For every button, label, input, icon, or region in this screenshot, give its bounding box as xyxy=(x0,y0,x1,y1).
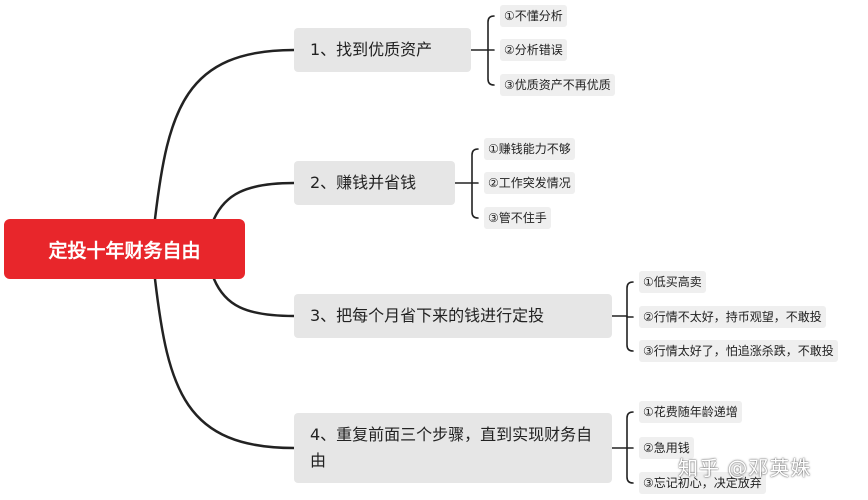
leaf-3-1: ①低买高卖 xyxy=(639,271,706,293)
leaf-4-1: ①花费随年龄递增 xyxy=(639,401,742,423)
root-node: 定投十年财务自由 xyxy=(4,219,245,279)
leaf-2-2: ②工作突发情况 xyxy=(484,172,575,194)
link-root-branch-2 xyxy=(212,181,296,221)
branch-node-4: 4、重复前面三个步骤，直到实现财务自由 xyxy=(294,413,612,483)
leaf-2-3: ③管不住手 xyxy=(484,207,551,229)
leaf-3-2: ②行情不太好，持币观望，不敢投 xyxy=(639,306,826,328)
watermark: 知乎 @邓英姝 xyxy=(678,456,812,480)
leaf-1-3: ③优质资产不再优质 xyxy=(500,74,615,96)
branch-node-2: 2、赚钱并省钱 xyxy=(294,161,455,205)
leaf-1-2: ②分析错误 xyxy=(500,39,567,61)
link-root-branch-3 xyxy=(212,277,296,318)
branch-node-3: 3、把每个月省下来的钱进行定投 xyxy=(294,294,612,338)
link-root-branch-4 xyxy=(153,277,296,450)
leaf-2-1: ①赚钱能力不够 xyxy=(484,138,575,160)
leaf-1-1: ①不懂分析 xyxy=(500,5,567,27)
leaf-4-3: ③忘记初心，决定放弃 xyxy=(639,472,766,494)
leaf-4-2: ②急用钱 xyxy=(639,437,694,459)
link-root-branch-1 xyxy=(153,48,296,221)
leaf-3-3: ③行情太好了，怕追涨杀跌，不敢投 xyxy=(639,340,838,362)
branch-node-1: 1、找到优质资产 xyxy=(294,28,471,72)
